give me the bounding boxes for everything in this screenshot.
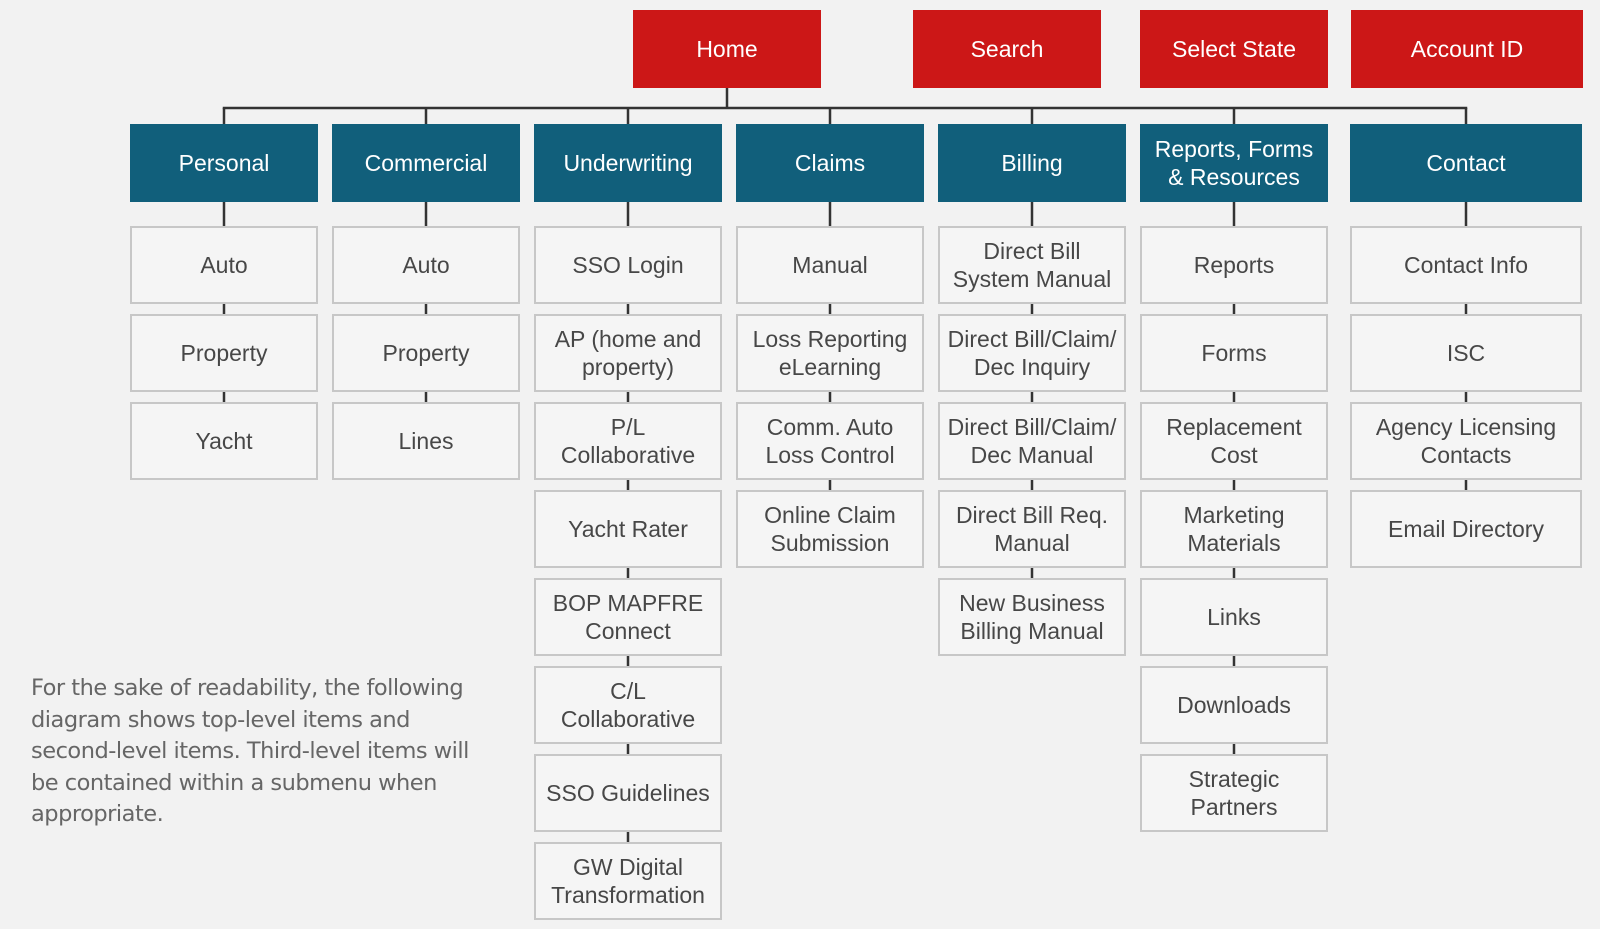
menu-item-replacement-cost[interactable]: Replacement Cost [1140,402,1328,480]
menu-item-c-l-collaborative[interactable]: C/L Collaborative [534,666,722,744]
menu-item-strategic-partners[interactable]: Strategic Partners [1140,754,1328,832]
menu-item-auto[interactable]: Auto [332,226,520,304]
menu-item-downloads[interactable]: Downloads [1140,666,1328,744]
menu-item-yacht-rater[interactable]: Yacht Rater [534,490,722,568]
menu-item-gw-digital-transformation[interactable]: GW Digital Transformation [534,842,722,920]
menu-item-marketing-materials[interactable]: Marketing Materials [1140,490,1328,568]
menu-item-reports[interactable]: Reports [1140,226,1328,304]
section-claims-button[interactable]: Claims [736,124,924,202]
menu-item-agency-licensing-contacts[interactable]: Agency Licensing Contacts [1350,402,1582,480]
menu-item-ap-home-and-property[interactable]: AP (home and property) [534,314,722,392]
menu-item-yacht[interactable]: Yacht [130,402,318,480]
menu-item-sso-guidelines[interactable]: SSO Guidelines [534,754,722,832]
menu-item-property[interactable]: Property [332,314,520,392]
menu-item-lines[interactable]: Lines [332,402,520,480]
section-reports-forms-resources-button[interactable]: Reports, Forms & Resources [1140,124,1328,202]
menu-item-direct-bill-claim-dec-inquiry[interactable]: Direct Bill/Claim/ Dec Inquiry [938,314,1126,392]
menu-item-links[interactable]: Links [1140,578,1328,656]
section-contact-button[interactable]: Contact [1350,124,1582,202]
menu-item-p-l-collaborative[interactable]: P/L Collaborative [534,402,722,480]
menu-item-sso-login[interactable]: SSO Login [534,226,722,304]
top-nav-home-button[interactable]: Home [633,10,821,88]
menu-item-direct-bill-req-manual[interactable]: Direct Bill Req. Manual [938,490,1126,568]
menu-item-online-claim-submission[interactable]: Online Claim Submission [736,490,924,568]
menu-item-isc[interactable]: ISC [1350,314,1582,392]
section-personal-button[interactable]: Personal [130,124,318,202]
menu-item-property[interactable]: Property [130,314,318,392]
menu-item-manual[interactable]: Manual [736,226,924,304]
menu-item-email-directory[interactable]: Email Directory [1350,490,1582,568]
top-nav-select-state-button[interactable]: Select State [1140,10,1328,88]
section-commercial-button[interactable]: Commercial [332,124,520,202]
menu-item-forms[interactable]: Forms [1140,314,1328,392]
top-nav-search-button[interactable]: Search [913,10,1101,88]
section-billing-button[interactable]: Billing [938,124,1126,202]
menu-item-direct-bill-claim-dec-manual[interactable]: Direct Bill/Claim/ Dec Manual [938,402,1126,480]
section-underwriting-button[interactable]: Underwriting [534,124,722,202]
menu-item-auto[interactable]: Auto [130,226,318,304]
top-nav-account-id-button[interactable]: Account ID [1351,10,1583,88]
menu-item-new-business-billing-manual[interactable]: New Business Billing Manual [938,578,1126,656]
menu-item-comm-auto-loss-control[interactable]: Comm. Auto Loss Control [736,402,924,480]
menu-item-contact-info[interactable]: Contact Info [1350,226,1582,304]
menu-item-direct-bill-system-manual[interactable]: Direct Bill System Manual [938,226,1126,304]
menu-item-bop-mapfre-connect[interactable]: BOP MAPFRE Connect [534,578,722,656]
menu-item-loss-reporting-elearning[interactable]: Loss Reporting eLearning [736,314,924,392]
readability-note: For the sake of readability, the followi… [31,675,469,827]
